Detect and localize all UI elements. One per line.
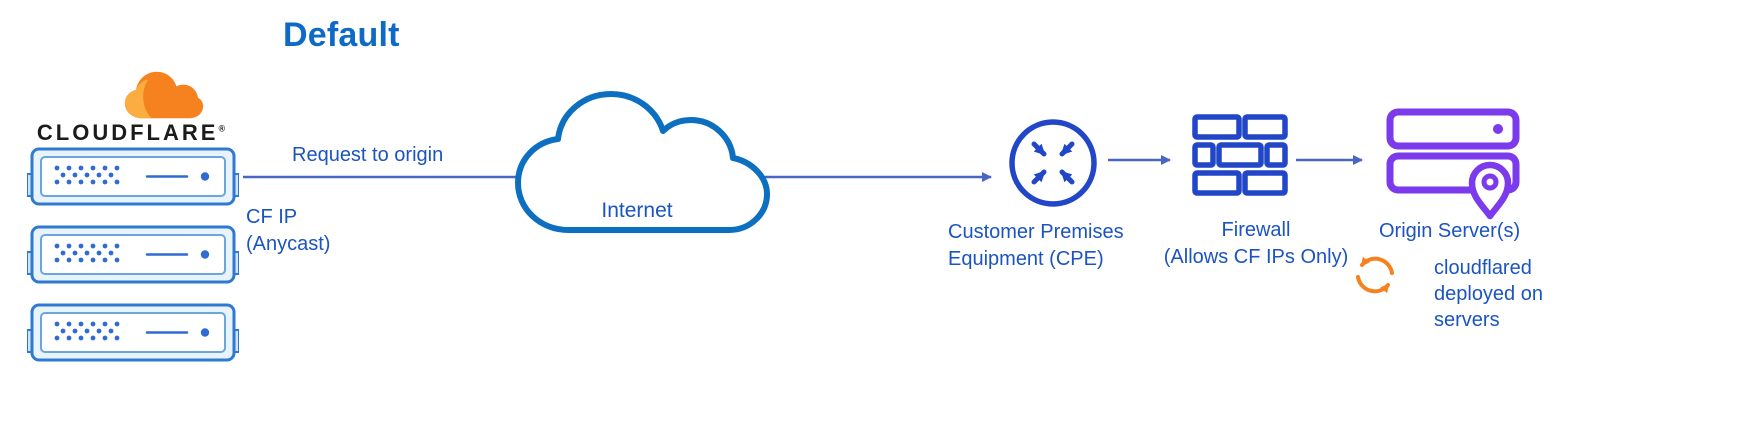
- cpe-icon: [1009, 119, 1097, 207]
- registered-mark: ®: [218, 123, 226, 134]
- cloudflare-wordmark: CLOUDFLARE®: [29, 120, 233, 146]
- edge-server-icon: [27, 225, 239, 284]
- edge-server-icon: [27, 147, 239, 206]
- cloudflare-logo-icon: [124, 71, 204, 119]
- firewall-label: Firewall (Allows CF IPs Only): [1163, 219, 1349, 268]
- edge-server-icon: [27, 303, 239, 362]
- cpe-to-firewall-arrow: [1108, 155, 1171, 165]
- cloudflared-sync-icon: [1356, 256, 1394, 294]
- request-to-origin-label: Request to origin: [292, 144, 444, 166]
- cloudflared-label: cloudflared deployed on servers: [1434, 257, 1543, 331]
- firewall-icon: [1192, 114, 1288, 196]
- origin-server-icon: [1386, 108, 1520, 220]
- firewall-to-origin-arrow: [1296, 155, 1363, 165]
- cloudflare-wordmark-text: CLOUDFLARE: [36, 120, 219, 145]
- internet-cloud-icon: [515, 91, 770, 233]
- internet-label: Internet: [601, 199, 673, 222]
- origin-server-label: Origin Server(s): [1379, 220, 1521, 242]
- cf-ip-anycast-label: CF IP (Anycast): [246, 206, 331, 255]
- diagram-title: Default: [283, 16, 400, 54]
- cpe-label: Customer Premises Equipment (CPE): [948, 221, 1124, 270]
